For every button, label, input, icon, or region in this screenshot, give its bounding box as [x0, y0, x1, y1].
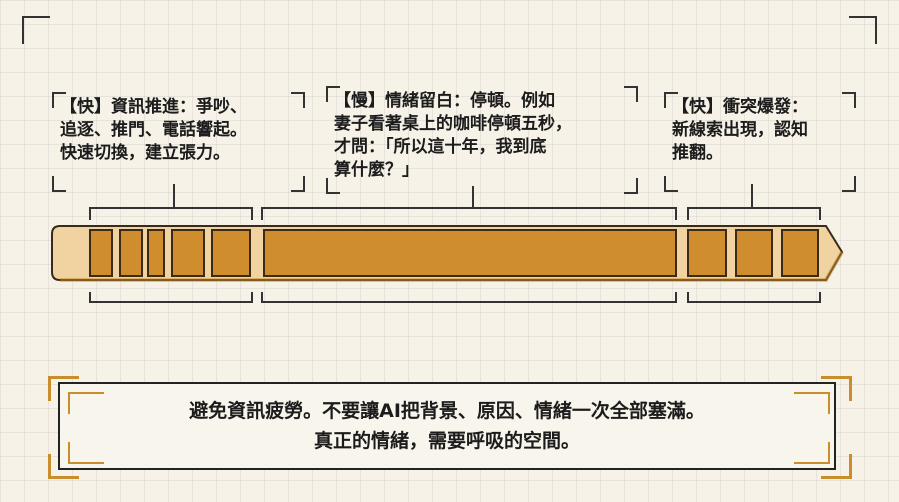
- note-line: 算什麼？」: [334, 160, 419, 180]
- segment-bracket-top: [89, 207, 253, 220]
- beat-block-fast: [211, 229, 251, 277]
- note-bracket: [842, 176, 856, 192]
- segment-bracket-bottom: [261, 292, 677, 303]
- summary-line-1: 避免資訊疲勞。不要讓AI把背景、原因、情緒一次全部塞滿。: [189, 400, 705, 422]
- beat-block-fast: [171, 229, 205, 277]
- beat-block-fast: [147, 229, 165, 277]
- beat-block-fast: [687, 229, 727, 277]
- note-fast-right: 【快】衝突爆發： 新線索出現，認知 推翻。: [664, 92, 856, 192]
- note-bracket: [326, 86, 340, 102]
- note-bracket: [291, 176, 305, 192]
- frame-corner-top-left: [22, 16, 50, 44]
- note-slow-middle: 【慢】情緒留白：停頓。例如 妻子看著桌上的咖啡停頓五秒， 才問：「所以這十年，我…: [326, 86, 638, 194]
- summary-inner-corner: [794, 392, 830, 414]
- beat-block-fast: [735, 229, 773, 277]
- summary-inner-corner: [68, 442, 104, 464]
- note-line: 追逐、推門、電話響起。: [60, 120, 247, 140]
- note-bracket: [624, 86, 638, 102]
- note-bracket: [326, 178, 340, 194]
- note-line: 【慢】情緒留白：停頓。例如: [334, 91, 555, 111]
- note-fast-left: 【快】資訊推進：爭吵、 追逐、推門、電話響起。 快速切換，建立張力。: [52, 92, 305, 192]
- note-line: 才問：「所以這十年，我到底: [334, 137, 547, 157]
- summary-accent-corner: [821, 376, 852, 401]
- frame-corner-top-right: [849, 16, 877, 44]
- segment-bracket-bottom: [687, 292, 821, 303]
- segment-bracket-bottom: [89, 292, 253, 303]
- beat-block-slow: [263, 229, 677, 277]
- note-line: 快速切換，建立張力。: [60, 143, 230, 163]
- segment-bracket-top: [687, 207, 821, 220]
- note-bracket: [842, 92, 856, 108]
- summary-inner-corner: [68, 392, 104, 414]
- summary-accent-corner: [48, 376, 79, 401]
- note-bracket: [624, 178, 638, 194]
- beat-block-fast: [89, 229, 113, 277]
- note-bracket: [52, 176, 66, 192]
- note-line: 妻子看著桌上的咖啡停頓五秒，: [334, 114, 572, 134]
- beat-block-fast: [781, 229, 819, 277]
- summary-box: 避免資訊疲勞。不要讓AI把背景、原因、情緒一次全部塞滿。 真正的情緒，需要呼吸的…: [58, 382, 836, 470]
- note-line: 新線索出現，認知: [672, 120, 808, 140]
- summary-line-2: 真正的情緒，需要呼吸的空間。: [313, 430, 580, 452]
- note-bracket: [664, 92, 678, 108]
- summary-accent-corner: [48, 454, 79, 479]
- note-line: 【快】資訊推進：爭吵、: [60, 97, 247, 117]
- note-bracket: [291, 92, 305, 108]
- note-line: 推翻。: [672, 143, 723, 163]
- segment-bracket-top: [261, 207, 677, 220]
- summary-accent-corner: [821, 454, 852, 479]
- beat-block-fast: [119, 229, 143, 277]
- track-shadow: [60, 251, 844, 282]
- note-bracket: [664, 176, 678, 192]
- note-bracket: [52, 92, 66, 108]
- summary-inner-corner: [794, 442, 830, 464]
- note-line: 【快】衝突爆發：: [672, 97, 808, 117]
